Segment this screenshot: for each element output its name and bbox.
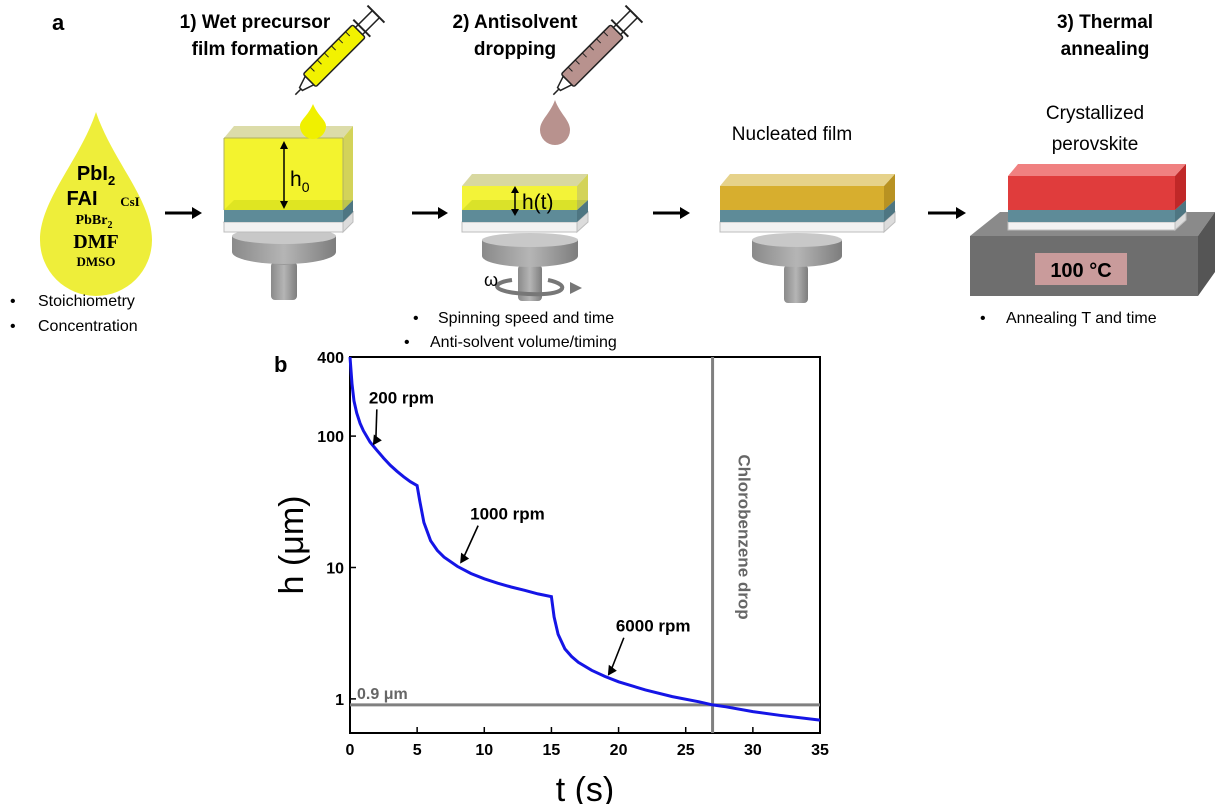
bullet-annealing: Annealing T and time xyxy=(1006,310,1157,327)
droplet-dmso: DMSO xyxy=(77,254,116,269)
y-axis-label: h (μm) xyxy=(273,496,311,595)
spin-coater-1: h0 xyxy=(222,104,355,300)
annotation-arrow xyxy=(375,409,378,441)
bullets-middle: • Spinning speed and time • Anti-solvent… xyxy=(404,310,617,351)
syringe-1 xyxy=(294,4,386,96)
plot-frame xyxy=(349,356,821,734)
y-tick-label: 400 xyxy=(317,350,344,367)
y-tick-label: 100 xyxy=(317,429,344,446)
droplet-fai: FAI xyxy=(66,188,97,210)
h0-label: h0 xyxy=(290,168,310,195)
annotation-arrow xyxy=(610,637,625,672)
x-tick-label: 30 xyxy=(744,742,762,759)
panel-a-label: a xyxy=(52,10,65,35)
hotplate-temp: 100 °C xyxy=(1050,260,1111,282)
bullet-concentration: Concentration xyxy=(38,318,138,335)
step-1-line2: film formation xyxy=(192,39,319,60)
x-tick-label: 5 xyxy=(413,742,422,759)
annotation-arrowhead xyxy=(607,664,617,676)
x-tick-label: 15 xyxy=(543,742,561,759)
panel-b-label: b xyxy=(274,352,287,377)
spin-coater-3 xyxy=(719,174,896,303)
thickness-curve xyxy=(348,356,821,722)
bullet-antisolvent: Anti-solvent volume/timing xyxy=(430,334,617,351)
droplet-pbi2-text: PbI2 xyxy=(77,163,115,188)
y-tick-label: 1 xyxy=(335,692,344,709)
step-3-line1: 3) Thermal xyxy=(1057,12,1153,33)
threshold-label: 0.9 μm xyxy=(357,686,408,703)
step-3-title: 3) Thermal annealing xyxy=(1057,12,1153,60)
x-tick-label: 35 xyxy=(811,742,829,759)
svg-text:•: • xyxy=(404,334,410,351)
precursor-droplet: PbI2 FAI CsI PbBr2 DMF DMSO xyxy=(40,112,152,296)
perovskite-stack xyxy=(1007,164,1187,232)
x-tick-label: 10 xyxy=(475,742,493,759)
annotation-arrow xyxy=(462,525,479,559)
step-1-title: 1) Wet precursor film formation xyxy=(180,12,331,60)
step-3-line2: annealing xyxy=(1061,39,1150,60)
chlorobenzene-drop-label: Chlorobenzene drop xyxy=(735,454,754,619)
droplet-csi: CsI xyxy=(120,194,140,209)
annotation-label: 200 rpm xyxy=(369,388,434,407)
step-2-line2: dropping xyxy=(474,39,556,60)
svg-text:•: • xyxy=(980,310,986,327)
step-2-title: 2) Antisolvent dropping xyxy=(453,12,579,60)
bullet-spinning: Spinning speed and time xyxy=(438,310,614,327)
annotation-arrowhead xyxy=(372,434,382,446)
x-axis-label: t (s) xyxy=(556,771,615,804)
crystallized-line1: Crystallized xyxy=(1046,103,1144,124)
spin-coater-2: h(t) ω xyxy=(461,100,589,301)
droplet-dmf: DMF xyxy=(73,231,119,253)
svg-text:•: • xyxy=(413,310,419,327)
crystallized-line2: perovskite xyxy=(1052,134,1139,155)
bullet-stoichiometry: Stoichiometry xyxy=(38,293,135,310)
y-tick-label: 10 xyxy=(326,560,344,577)
annotation-label: 1000 rpm xyxy=(470,505,545,524)
bullets-right: • Annealing T and time xyxy=(980,310,1157,327)
annotation-label: 6000 rpm xyxy=(616,617,691,636)
x-tick-label: 25 xyxy=(677,742,695,759)
svg-text:•: • xyxy=(10,293,16,310)
step-1-line1: 1) Wet precursor xyxy=(180,12,331,33)
ht-label: h(t) xyxy=(522,191,554,214)
droplet-pbbr2-text: PbBr2 xyxy=(76,213,113,231)
svg-text:•: • xyxy=(10,318,16,335)
annotation-arrowhead xyxy=(460,552,470,564)
height-vs-time-chart: 0 5 10 15 20 25 30 35 1 10 100 400 t (s) h (μm) Chloro… xyxy=(273,350,829,804)
syringe-2 xyxy=(552,4,644,96)
step-2-line1: 2) Antisolvent xyxy=(453,12,579,33)
x-tick-label: 20 xyxy=(610,742,628,759)
process-arrows xyxy=(165,207,966,219)
bullets-left: • Stoichiometry • Concentration xyxy=(10,293,138,335)
omega-label: ω xyxy=(484,270,498,290)
x-tick-label: 0 xyxy=(346,742,355,759)
nucleated-label: Nucleated film xyxy=(732,124,852,145)
